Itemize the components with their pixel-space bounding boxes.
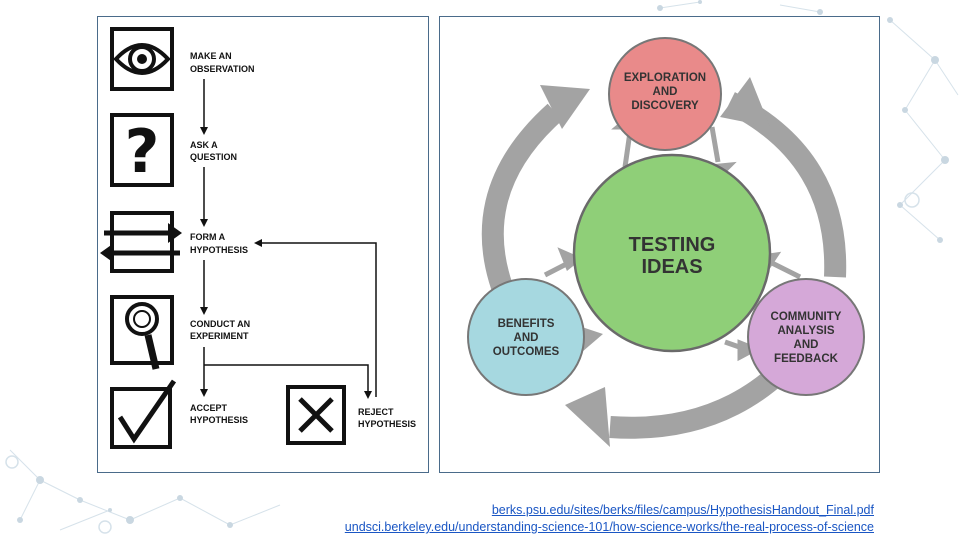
source-link-berks[interactable]: berks.psu.edu/sites/berks/files/campus/H… (491, 503, 874, 517)
top-label-1: EXPLORATION (624, 72, 706, 84)
step-label-reject-1: REJECT (358, 407, 394, 417)
top-label-3: DISCOVERY (631, 100, 699, 112)
testing-ideas-circle (572, 153, 772, 353)
double-arrow-icon (100, 211, 182, 273)
eye-icon (110, 27, 174, 91)
step-label-hypothesis-1: FORM A (190, 232, 226, 242)
right-label-2: ANALYSIS (777, 325, 834, 337)
left-label-1: BENEFITS (498, 318, 555, 330)
center-label-2: IDEAS (641, 256, 702, 278)
step-label-experiment-2: EXPERIMENT (190, 331, 249, 341)
checkmark-icon (110, 379, 177, 449)
community-circle (747, 278, 865, 396)
step-label-question-1: ASK A (190, 140, 218, 150)
step-label-experiment-1: CONDUCT AN (190, 319, 250, 329)
exploration-circle (608, 37, 722, 151)
right-label-1: COMMUNITY (771, 311, 842, 323)
center-label-1: TESTING (629, 234, 716, 256)
source-links: berks.psu.edu/sites/berks/files/campus/H… (345, 502, 874, 536)
step-label-observe-1: MAKE AN (190, 51, 232, 61)
left-label-3: OUTCOMES (493, 346, 560, 358)
flow-arrows (200, 79, 377, 399)
benefits-circle (467, 278, 585, 396)
source-link-berkeley[interactable]: undsci.berkeley.edu/understanding-scienc… (344, 520, 874, 534)
step-label-accept-1: ACCEPT (190, 403, 228, 413)
scientific-method-flowchart-panel: MAKE AN OBSERVATION ? ASK A QUESTION FOR… (97, 16, 429, 473)
step-label-hypothesis-2: HYPOTHESIS (190, 245, 248, 255)
question-mark-icon: ? (110, 113, 174, 187)
right-label-3: AND (794, 339, 819, 351)
science-process-cycle-panel: EXPLORATION AND DISCOVERY BENEFITS AND O… (439, 16, 880, 473)
right-label-4: FEEDBACK (774, 353, 839, 365)
step-label-question-2: QUESTION (190, 152, 237, 162)
left-label-2: AND (514, 332, 539, 344)
step-label-observe-2: OBSERVATION (190, 64, 255, 74)
x-mark-icon (286, 385, 346, 445)
step-label-accept-2: HYPOTHESIS (190, 415, 248, 425)
magnifying-glass-icon (110, 295, 174, 370)
svg-text:?: ? (125, 117, 160, 187)
step-label-reject-2: HYPOTHESIS (358, 419, 416, 429)
top-label-2: AND (653, 86, 678, 98)
